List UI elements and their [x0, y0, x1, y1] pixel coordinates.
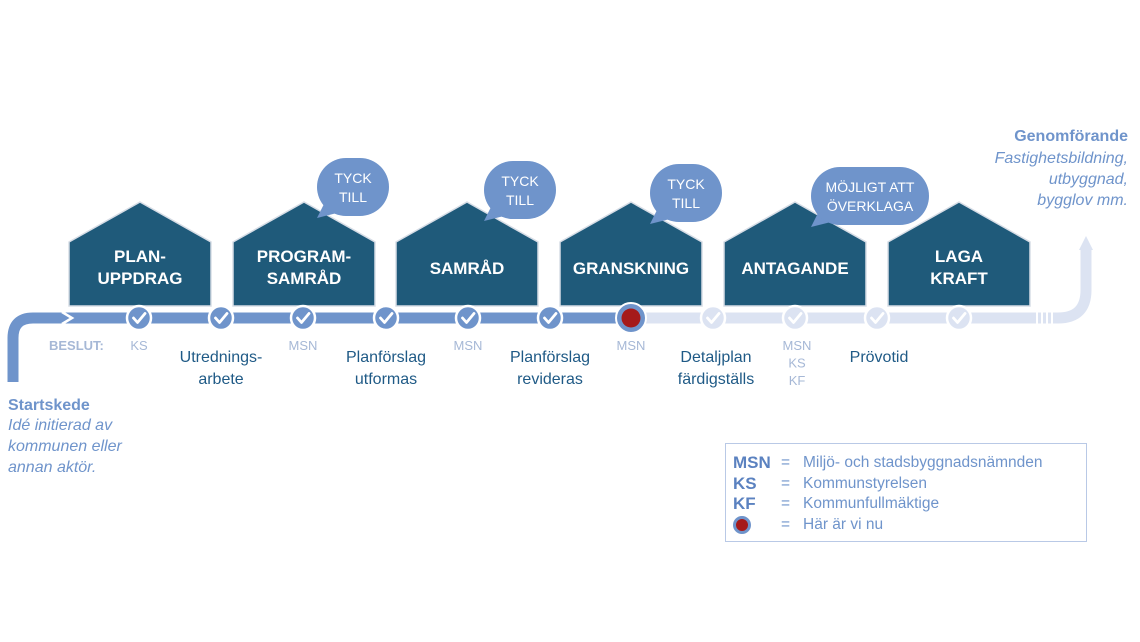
- legend-row-current: = Här är vi nu: [733, 515, 1086, 536]
- house-shape: [232, 201, 376, 307]
- current-position-icon: [615, 302, 647, 334]
- bubble-shape: [811, 167, 929, 225]
- bubble-shape: [484, 161, 556, 219]
- decision-label: KS: [130, 338, 148, 353]
- decision-label: KS: [788, 356, 806, 371]
- track-chevron: [61, 310, 75, 326]
- decision-label: MSN: [454, 338, 483, 353]
- bubble-line-2: ÖVERKLAGA: [827, 197, 914, 214]
- end-line-1: Fastighetsbildning,: [995, 150, 1128, 167]
- legend-abbr: KF: [733, 494, 756, 514]
- step-label-line-1: Planförslag: [510, 349, 590, 366]
- end-line-2: utbyggnad,: [1049, 171, 1128, 188]
- legend-abbr: KS: [733, 473, 757, 493]
- bubble-line-2: TILL: [506, 192, 534, 208]
- end-title: Genomförande: [1014, 128, 1128, 145]
- legend-row-kf: KF = Kommunfullmäktige: [733, 494, 1086, 515]
- milestone-check-icon: [945, 304, 973, 332]
- legend-text: Kommunstyrelsen: [803, 474, 928, 492]
- decision-label: MSN: [289, 338, 318, 353]
- stage-title-line-2: UPPDRAG: [97, 269, 182, 288]
- step-label-line-2: revideras: [517, 371, 583, 388]
- stage-house: PLAN- UPPDRAG: [68, 201, 212, 307]
- stage-house: SAMRÅD: [395, 201, 539, 307]
- bubble-line-1: TYCK: [667, 176, 705, 192]
- track-future: [631, 248, 1092, 324]
- step-label-line-2: färdigställs: [678, 371, 754, 388]
- current-position-icon: [733, 515, 781, 534]
- milestone-check-icon: [207, 304, 235, 332]
- stage-house: ANTAGANDE: [723, 201, 867, 307]
- step-label-line-1: Detaljplan: [680, 349, 751, 366]
- stage-title-line-1: SAMRÅD: [430, 259, 505, 278]
- decision-label: MSN: [617, 338, 646, 353]
- legend-sep: =: [781, 474, 791, 492]
- bubble-shape: [317, 158, 389, 216]
- house-shape: [723, 201, 867, 307]
- stage-title-line-2: KRAFT: [930, 269, 988, 288]
- legend-sep: =: [781, 454, 791, 472]
- stage-title-line-1: ANTAGANDE: [741, 259, 848, 278]
- step-label-line-1: Planförslag: [346, 349, 426, 366]
- bubble-line-1: TYCK: [501, 173, 539, 189]
- legend-sep: =: [781, 495, 791, 513]
- speech-bubble: MÖJLIGT ATT ÖVERKLAGA: [811, 167, 929, 227]
- track-arrow-head: [1079, 236, 1093, 250]
- step-label-line-2: utformas: [355, 371, 417, 388]
- stage-title-line-1: PLAN-: [114, 247, 166, 266]
- decision-label: KF: [789, 373, 806, 388]
- track-done: [7, 312, 631, 382]
- milestone-check-icon: [125, 304, 153, 332]
- house-shape: [887, 201, 1031, 307]
- start-line-3: annan aktör.: [8, 459, 96, 476]
- track-hatch: [1036, 312, 1053, 324]
- start-line-2: kommunen eller: [8, 438, 123, 455]
- stage-house: GRANSKNING: [559, 201, 703, 307]
- decision-label: MSN: [783, 338, 812, 353]
- stage-title-line-1: PROGRAM-: [257, 247, 351, 266]
- milestone-check-icon: [699, 304, 727, 332]
- house-shape: [395, 201, 539, 307]
- milestone-check-icon: [372, 304, 400, 332]
- stage-house: PROGRAM- SAMRÅD: [232, 201, 376, 307]
- start-title: Startskede: [8, 397, 90, 414]
- step-label-line-2: arbete: [198, 371, 243, 388]
- speech-bubble: TYCK TILL: [484, 161, 556, 221]
- milestone-check-icon: [781, 304, 809, 332]
- legend-abbr: MSN: [733, 453, 771, 473]
- beslut-label: BESLUT:: [49, 338, 104, 353]
- stage-title-line-2: SAMRÅD: [267, 269, 342, 288]
- legend-text: Här är vi nu: [803, 515, 884, 533]
- bubble-line-2: TILL: [339, 189, 367, 205]
- bubble-shape: [650, 164, 722, 222]
- bubble-line-1: TYCK: [334, 170, 372, 186]
- legend-sep: =: [781, 515, 791, 533]
- bubble-line-1: MÖJLIGT ATT: [826, 178, 915, 195]
- legend: MSN = Miljö- och stadsbyggnadsnämnden KS…: [725, 443, 1087, 542]
- legend-row-ks: KS = Kommunstyrelsen: [733, 474, 1086, 495]
- stage-house: LAGA KRAFT: [887, 201, 1031, 307]
- milestone-check-icon: [454, 304, 482, 332]
- start-line-1: Idé initierad av: [8, 417, 113, 434]
- house-shape: [559, 201, 703, 307]
- speech-bubble: TYCK TILL: [650, 164, 722, 224]
- step-label-line-1: Utrednings-: [180, 349, 263, 366]
- house-shape: [68, 201, 212, 307]
- stage-title-line-1: GRANSKNING: [573, 259, 689, 278]
- bubble-line-2: TILL: [672, 195, 700, 211]
- step-label-line-1: Prövotid: [850, 349, 909, 366]
- milestone-check-icon: [289, 304, 317, 332]
- legend-text: Miljö- och stadsbyggnadsnämnden: [803, 454, 1043, 472]
- legend-text: Kommunfullmäktige: [803, 495, 940, 513]
- legend-row-msn: MSN = Miljö- och stadsbyggnadsnämnden: [733, 453, 1086, 474]
- stage-title-line-1: LAGA: [935, 247, 983, 266]
- end-line-3: bygglov mm.: [1037, 192, 1128, 209]
- milestone-check-icon: [536, 304, 564, 332]
- speech-bubble: TYCK TILL: [317, 158, 389, 218]
- milestone-check-icon: [863, 304, 891, 332]
